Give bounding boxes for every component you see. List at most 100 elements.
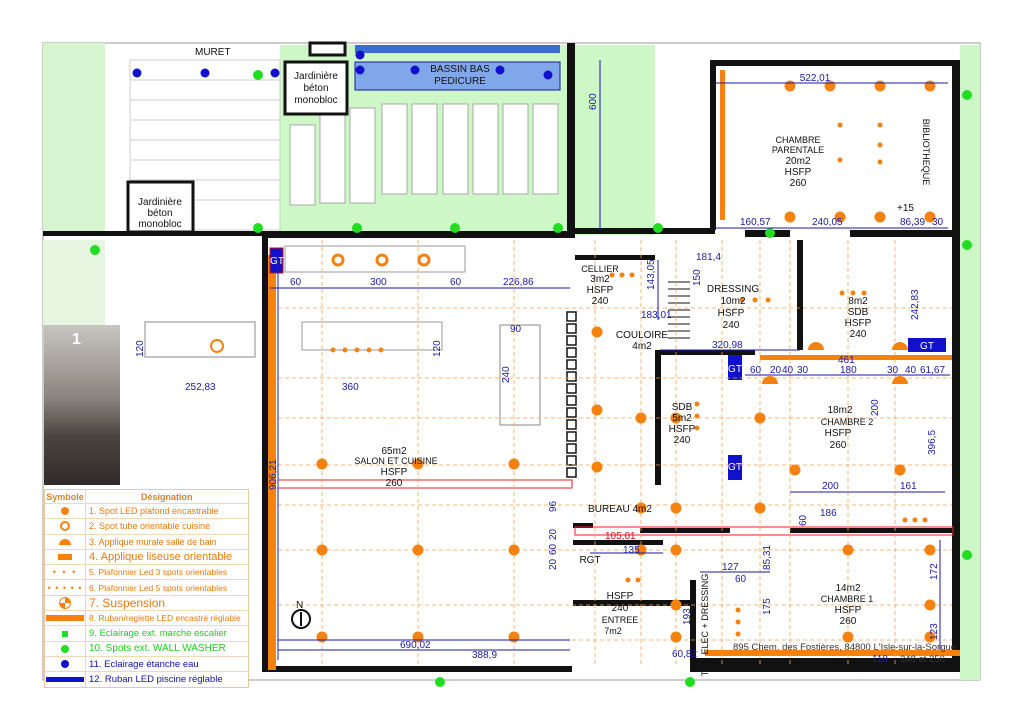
svg-text:150: 150 <box>692 269 703 286</box>
legend-header: Symbole Désignation <box>46 490 193 503</box>
spot-tube <box>331 253 345 267</box>
svg-text:172: 172 <box>929 563 940 580</box>
svg-text:CHAMBRE: CHAMBRE <box>775 135 820 145</box>
svg-text:200: 200 <box>822 481 839 492</box>
legend-item: 3. Applique murale salle de bain <box>45 533 248 549</box>
spot-led <box>924 211 936 223</box>
legend-item: 1. Spot LED plafond encastrable <box>45 503 248 519</box>
legend-label: 3. Applique murale salle de bain <box>89 536 217 547</box>
spot-small <box>912 517 918 523</box>
svg-text:96: 96 <box>548 500 559 512</box>
svg-text:240: 240 <box>674 435 691 446</box>
svg-text:260: 260 <box>840 616 857 627</box>
stair-step <box>566 443 577 454</box>
svg-text:522,01: 522,01 <box>800 73 831 84</box>
svg-text:SDB: SDB <box>672 402 693 413</box>
stair-step <box>566 455 577 466</box>
spot-small <box>619 272 625 278</box>
waterproof-light <box>132 68 142 78</box>
room-bibliotheque: BIBLIOTHEQUE <box>921 119 931 186</box>
legend-item: • • •5. Plafonnier Led 3 spots orientabl… <box>45 564 248 580</box>
svg-text:260: 260 <box>830 440 847 451</box>
spot-small <box>922 517 928 523</box>
stair-step <box>566 467 577 478</box>
spot-led <box>874 80 886 92</box>
svg-text:CHAMBRE 2: CHAMBRE 2 <box>821 417 874 427</box>
spot-led <box>874 211 886 223</box>
stair-step <box>566 323 577 334</box>
svg-text:65m2: 65m2 <box>381 446 406 457</box>
spot-led <box>924 80 936 92</box>
led-strip <box>760 355 952 360</box>
spot-small <box>877 159 883 165</box>
led-strip-icon <box>45 611 86 626</box>
spot-led <box>635 412 647 424</box>
svg-text:260: 260 <box>386 478 403 489</box>
svg-text:60: 60 <box>290 277 302 288</box>
spot-led <box>508 544 520 556</box>
svg-text:18m2: 18m2 <box>827 405 852 416</box>
svg-text:20: 20 <box>770 365 782 376</box>
spot-small <box>902 517 908 523</box>
spot-led <box>754 502 766 514</box>
spot-led <box>784 80 796 92</box>
wall-lamp <box>762 376 778 384</box>
svg-text:135: 135 <box>623 545 640 556</box>
address: 895 Chem. des Fostières, 84800 L'Isle-su… <box>733 642 956 653</box>
svg-text:240,05: 240,05 <box>812 217 843 228</box>
suspension <box>210 339 224 353</box>
planter-label: monobloc <box>294 95 337 106</box>
wall-washer <box>962 240 972 250</box>
spot-led <box>754 412 766 424</box>
svg-text:85,31: 85,31 <box>762 545 773 570</box>
spot-small <box>629 272 635 278</box>
svg-text:HSFP: HSFP <box>835 605 862 616</box>
wall-washer <box>253 70 263 80</box>
legend-label: 8. Ruban/reglette LED encastré réglable <box>89 613 241 624</box>
spot-led <box>924 544 936 556</box>
muret-label: MURET <box>195 47 231 58</box>
svg-text:60: 60 <box>750 365 762 376</box>
waterproof-light <box>543 70 553 80</box>
svg-text:105,01: 105,01 <box>605 531 636 542</box>
legend-label: 6. Plafonnier Led 5 spots orientables <box>89 582 227 593</box>
spot-led <box>784 211 796 223</box>
stair-step <box>566 311 577 322</box>
svg-text:20: 20 <box>548 558 559 570</box>
room-rgt: RGT <box>579 555 600 566</box>
waterproof-light <box>410 65 420 75</box>
svg-text:SALON ET CUISINE: SALON ET CUISINE <box>354 456 437 466</box>
svg-text:240: 240 <box>723 320 740 331</box>
spot-led <box>789 464 801 476</box>
spot-small <box>837 157 843 163</box>
legend-item: 10. Spots ext. WALL WASHER <box>45 640 248 656</box>
legend-item: 7. Suspension <box>45 594 248 611</box>
spot-led <box>842 544 854 556</box>
step-light-icon <box>45 626 86 641</box>
svg-text:4m2: 4m2 <box>632 341 652 352</box>
paving-slabs <box>289 103 559 206</box>
pool-led-icon <box>45 672 86 687</box>
spot-small <box>877 122 883 128</box>
wall-washer-icon <box>45 641 86 656</box>
svg-text:360: 360 <box>342 382 359 393</box>
svg-text:690,02: 690,02 <box>400 640 431 651</box>
led-strip <box>705 650 960 656</box>
svg-text:HSFP: HSFP <box>607 591 634 602</box>
gt-label: GT <box>728 462 742 473</box>
svg-text:461: 461 <box>838 355 855 366</box>
stair-step <box>566 383 577 394</box>
spot-small <box>635 577 641 583</box>
svg-text:5m2: 5m2 <box>672 413 692 424</box>
wall-washer <box>450 223 460 233</box>
legend-label: 1. Spot LED plafond encastrable <box>89 506 219 517</box>
wall-lamp <box>892 342 908 350</box>
spot-small <box>861 290 867 296</box>
wall-washer <box>435 677 445 687</box>
stair-step <box>566 371 577 382</box>
svg-text:60: 60 <box>735 574 747 585</box>
svg-text:40: 40 <box>782 365 794 376</box>
spot-tube <box>417 253 431 267</box>
